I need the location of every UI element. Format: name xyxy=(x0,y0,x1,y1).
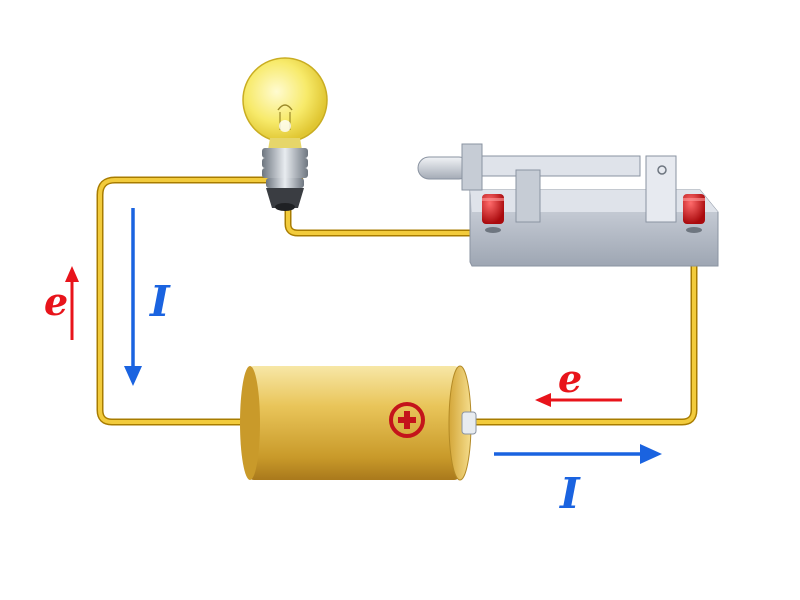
electron-arrow-left xyxy=(65,266,79,340)
battery-plus-icon xyxy=(389,402,425,438)
wires xyxy=(96,176,698,426)
electron-arrow-bottom xyxy=(535,393,622,407)
terminal-left xyxy=(482,194,504,233)
electron-label-bottom: e xyxy=(558,356,582,401)
electron-label-left: e xyxy=(44,279,68,324)
current-arrow-left xyxy=(124,208,142,386)
current-label-bottom: I xyxy=(559,469,581,518)
wire-bulb-switch xyxy=(284,201,496,237)
battery-icon xyxy=(240,365,477,481)
terminal-right xyxy=(683,194,705,233)
light-bulb-icon xyxy=(242,57,328,211)
arrows xyxy=(65,208,662,464)
current-label-left: I xyxy=(149,277,171,326)
knife-switch-icon xyxy=(417,143,719,267)
current-arrow-bottom xyxy=(494,444,662,464)
